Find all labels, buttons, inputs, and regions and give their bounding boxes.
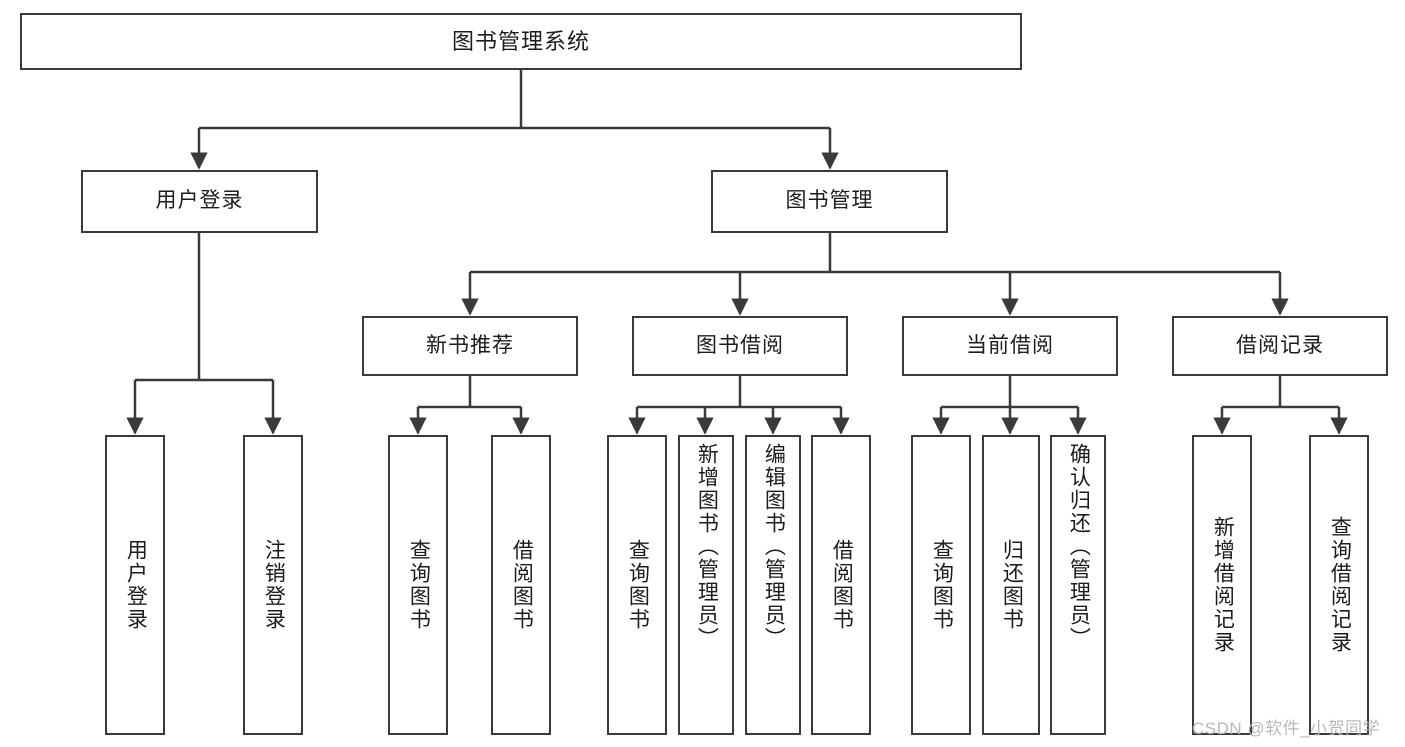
node-label: 当前借阅	[966, 333, 1054, 357]
leaf-label: 查询图书	[626, 539, 650, 631]
leaf-user-login[interactable]: 用户登录	[105, 435, 165, 735]
leaf-confirm-return-admin[interactable]: 确认归还（管理员）	[1050, 435, 1106, 735]
node-label: 新书推荐	[426, 333, 514, 357]
leaf-label: 注销登录	[262, 539, 286, 631]
node-label: 图书借阅	[696, 333, 784, 357]
leaf-label: 查询图书	[930, 539, 954, 631]
node-book-borrow[interactable]: 图书借阅	[632, 316, 848, 376]
leaf-label: 确认归还（管理员）	[1067, 443, 1091, 650]
node-label: 用户登录	[155, 189, 244, 213]
leaf-query-book-recommend[interactable]: 查询图书	[388, 435, 448, 735]
leaf-query-book-borrow[interactable]: 查询图书	[607, 435, 667, 735]
leaf-query-borrow-record[interactable]: 查询借阅记录	[1309, 435, 1369, 735]
node-book-management[interactable]: 图书管理	[711, 170, 948, 233]
leaf-label: 查询图书	[407, 539, 431, 631]
csdn-watermark: CSDN @软件_小贺同学	[1192, 719, 1381, 738]
leaf-borrow-book[interactable]: 借阅图书	[811, 435, 871, 735]
leaf-label: 借阅图书	[830, 539, 854, 631]
leaf-add-borrow-record[interactable]: 新增借阅记录	[1192, 435, 1252, 735]
node-label: 图书管理系统	[451, 28, 590, 54]
node-label: 借阅记录	[1236, 333, 1324, 357]
node-current-borrow[interactable]: 当前借阅	[902, 316, 1118, 376]
leaf-logout[interactable]: 注销登录	[243, 435, 303, 735]
node-borrow-record[interactable]: 借阅记录	[1172, 316, 1388, 376]
leaf-add-book-admin[interactable]: 新增图书（管理员）	[678, 435, 734, 735]
leaf-label: 用户登录	[124, 539, 148, 631]
node-user-login[interactable]: 用户登录	[81, 170, 318, 233]
leaf-label: 借阅图书	[510, 539, 534, 631]
node-label: 图书管理	[785, 189, 874, 213]
node-new-book-recommend[interactable]: 新书推荐	[362, 316, 578, 376]
leaf-label: 新增借阅记录	[1211, 516, 1235, 654]
leaf-label: 归还图书	[1000, 539, 1024, 631]
leaf-query-book-current[interactable]: 查询图书	[911, 435, 971, 735]
leaf-borrow-book-recommend[interactable]: 借阅图书	[491, 435, 551, 735]
leaf-return-book[interactable]: 归还图书	[982, 435, 1040, 735]
leaf-edit-book-admin[interactable]: 编辑图书（管理员）	[745, 435, 801, 735]
leaf-label: 查询借阅记录	[1328, 516, 1352, 654]
node-root-system[interactable]: 图书管理系统	[20, 13, 1022, 70]
leaf-label: 编辑图书（管理员）	[762, 443, 786, 650]
leaf-label: 新增图书（管理员）	[695, 443, 719, 650]
